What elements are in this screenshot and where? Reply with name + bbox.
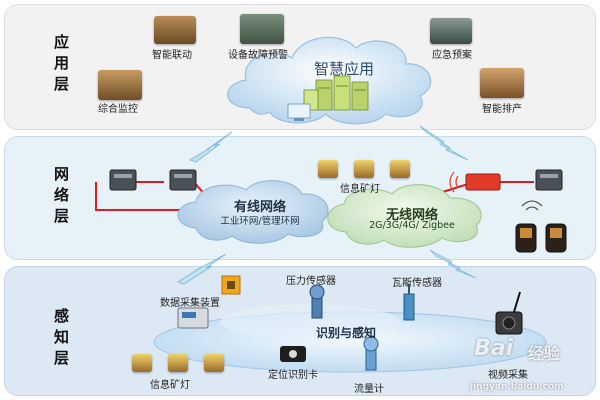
flow-meter-label: 流量计 [354, 384, 384, 395]
wireless-base-station-icon [449, 171, 501, 193]
server-cluster-icon [287, 75, 369, 121]
equipment-warning-photo [240, 14, 284, 44]
wireless-network-subtitle: 2G/3G/4G/ Zigbee [369, 220, 455, 231]
smart-application-title: 智慧应用 [313, 60, 374, 78]
application-layer-title: 应用层 [52, 34, 70, 97]
network-switch-icon-2 [169, 169, 197, 191]
positioning-card-icon [280, 346, 306, 362]
wired-network-subtitle: 工业环网/管理环网 [220, 216, 300, 227]
wireless-network-title: 无线网络 [385, 208, 438, 223]
smart-scheduling-label: 智能排产 [482, 104, 522, 115]
emergency-plan-photo [430, 18, 472, 44]
wired-network-cloud [177, 180, 329, 244]
data-collector-icon [177, 307, 209, 329]
positioning-card-label: 定位识别卡 [268, 370, 318, 381]
miner-lamp-label-perception: 信息矿灯 [150, 380, 190, 391]
miner-lamp-label-network: 信息矿灯 [340, 184, 380, 195]
miner-lamp-photo-6 [204, 354, 224, 372]
identification-perception-title: 识别与感知 [315, 326, 376, 340]
miner-lamp-photo-3 [390, 160, 410, 178]
miner-lamp-photo-5 [168, 354, 188, 372]
watermark-jingyan: 经验 [528, 344, 561, 363]
emergency-plan-label: 应急预案 [432, 50, 472, 61]
wired-network-title: 有线网络 [233, 200, 286, 215]
video-capture-label: 视频采集 [488, 370, 528, 381]
network-switch-icon-1 [109, 169, 137, 191]
integrated-monitoring-label: 综合监控 [98, 104, 138, 115]
smart-linkage-photo [154, 16, 196, 44]
collector-chip-icon [221, 275, 241, 295]
video-camera-icon [495, 291, 523, 335]
pressure-sensor-label: 压力传感器 [286, 276, 336, 287]
miner-lamp-photo-1 [318, 160, 338, 178]
gas-sensor-icon [403, 284, 415, 321]
perception-cloud [153, 304, 547, 373]
watermark-baidu: Bai [474, 336, 514, 361]
miner-lamp-photo-4 [132, 354, 152, 372]
wireless-network-cloud [327, 184, 482, 248]
watermark-url: jingyan.baidu.com [470, 382, 564, 392]
gas-sensor-label: 瓦斯传感器 [392, 278, 442, 289]
equipment-fault-warning-label: 设备故障预警 [228, 50, 288, 61]
handheld-terminal-icons [515, 200, 567, 253]
smart-scheduling-photo [480, 68, 524, 98]
lightning-links [177, 125, 477, 285]
miner-lamp-photo-2 [354, 160, 374, 178]
network-layer-title: 网络层 [52, 166, 70, 229]
pressure-sensor-icon [309, 284, 325, 319]
network-switch-icon-3 [535, 169, 563, 191]
integrated-monitoring-photo [98, 70, 142, 100]
smart-linkage-label: 智能联动 [152, 50, 192, 61]
flow-meter-icon [363, 336, 379, 371]
perception-layer-title: 感知层 [52, 308, 70, 371]
data-collection-device-label: 数据采集装置 [160, 298, 220, 309]
